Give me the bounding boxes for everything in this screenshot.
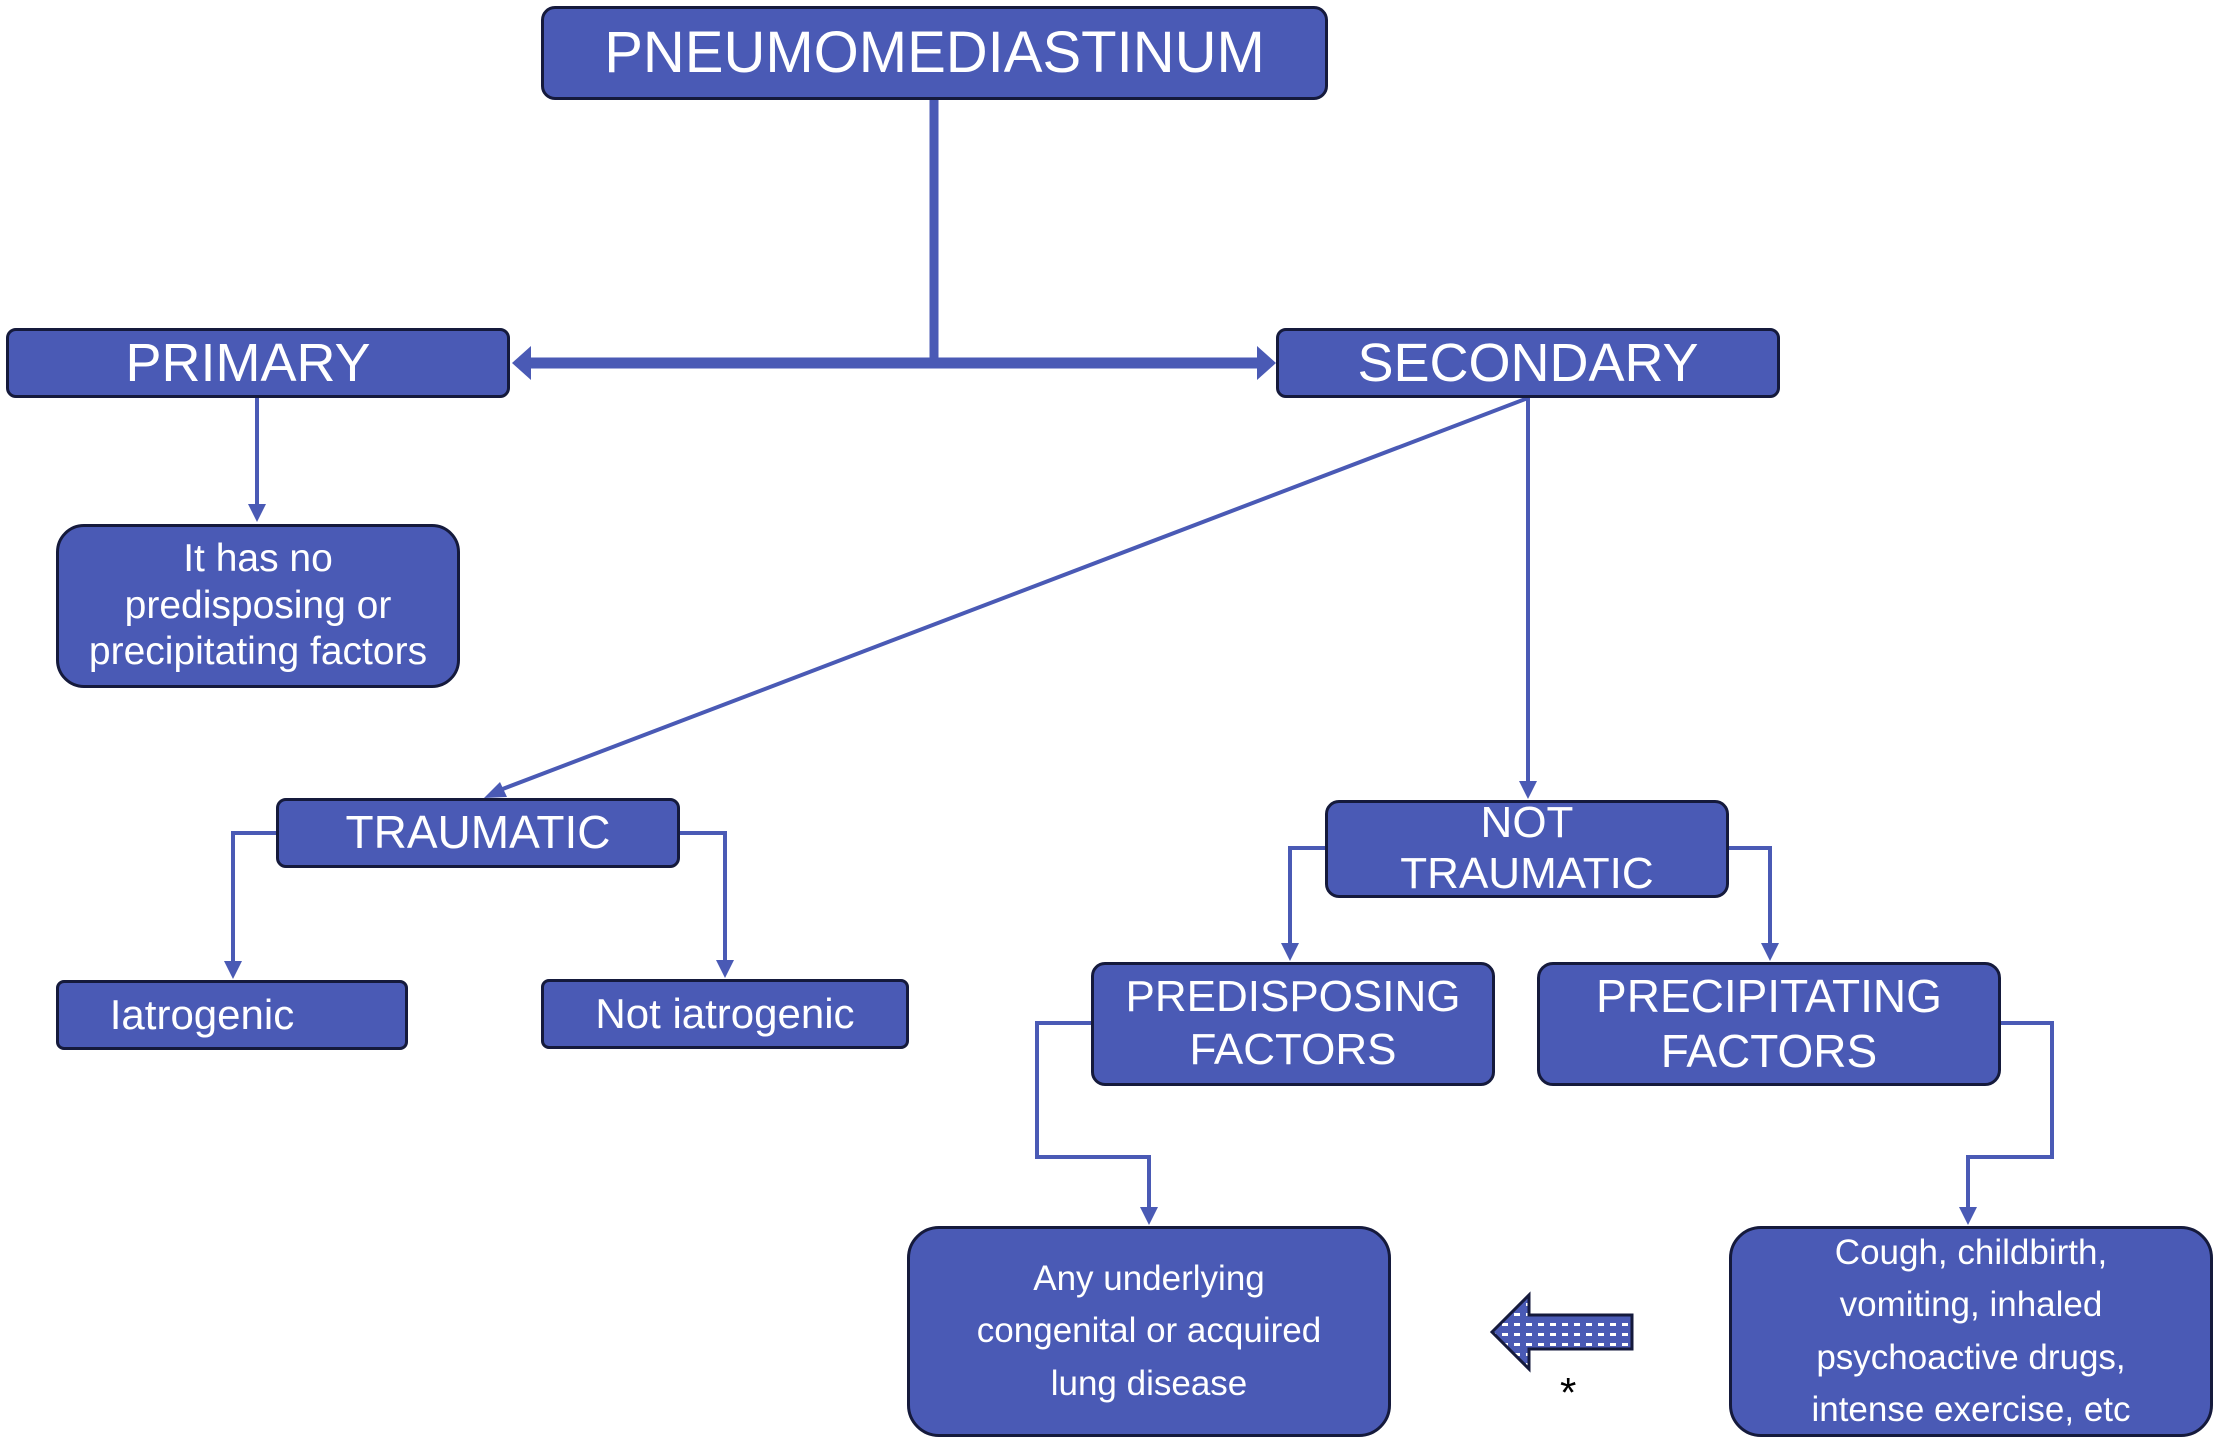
edge-traumatic-notiatrogenic (680, 831, 727, 962)
node-not-traumatic: NOT TRAUMATIC (1325, 798, 1729, 898)
node-predisposing-examples: Any underlying congenital or acquired lu… (907, 1226, 1391, 1437)
arrowhead-primary (512, 346, 531, 380)
arrowhead-notiatrogenic (716, 960, 734, 978)
arrowhead-lung (1140, 1207, 1158, 1225)
edge-nottraumatic-predisposing (1288, 846, 1325, 944)
node-precipitating-factors: PRECIPITATING FACTORS (1537, 962, 2001, 1086)
edge-traumatic-iatrogenic (231, 831, 276, 962)
node-predisposing-factors: PREDISPOSING FACTORS (1091, 962, 1495, 1086)
node-precipitating-examples: Cough, childbirth, vomiting, inhaled psy… (1729, 1226, 2213, 1437)
edge-precipitating-examples (1966, 1021, 2054, 1208)
arrowhead-precipitating (1761, 943, 1779, 961)
edge-predisposing-examples (1035, 1021, 1151, 1208)
node-primary-description: It has no predisposing or precipitating … (56, 524, 460, 688)
arrowhead-cough (1959, 1207, 1977, 1225)
node-pneumomediastinum: PNEUMOMEDIASTINUM (541, 6, 1328, 100)
edge-nottraumatic-precipitating (1729, 846, 1772, 944)
footnote-asterisk: * (1560, 1369, 1577, 1416)
arrowhead-nottraumatic (1519, 781, 1537, 799)
arrowhead-secondary (1257, 346, 1276, 380)
block-arrow-left-icon (1489, 1291, 1634, 1373)
node-not-iatrogenic: Not iatrogenic (541, 979, 909, 1049)
arrowhead-iatrogenic (224, 961, 242, 979)
node-traumatic: TRAUMATIC (276, 798, 680, 868)
node-primary: PRIMARY (6, 328, 510, 398)
edge-secondary-traumatic (499, 396, 1529, 792)
arrowhead-description (248, 504, 266, 522)
arrowhead-traumatic (484, 782, 507, 798)
arrowhead-predisposing (1281, 943, 1299, 961)
node-iatrogenic: Iatrogenic (56, 980, 408, 1050)
node-secondary: SECONDARY (1276, 328, 1780, 398)
